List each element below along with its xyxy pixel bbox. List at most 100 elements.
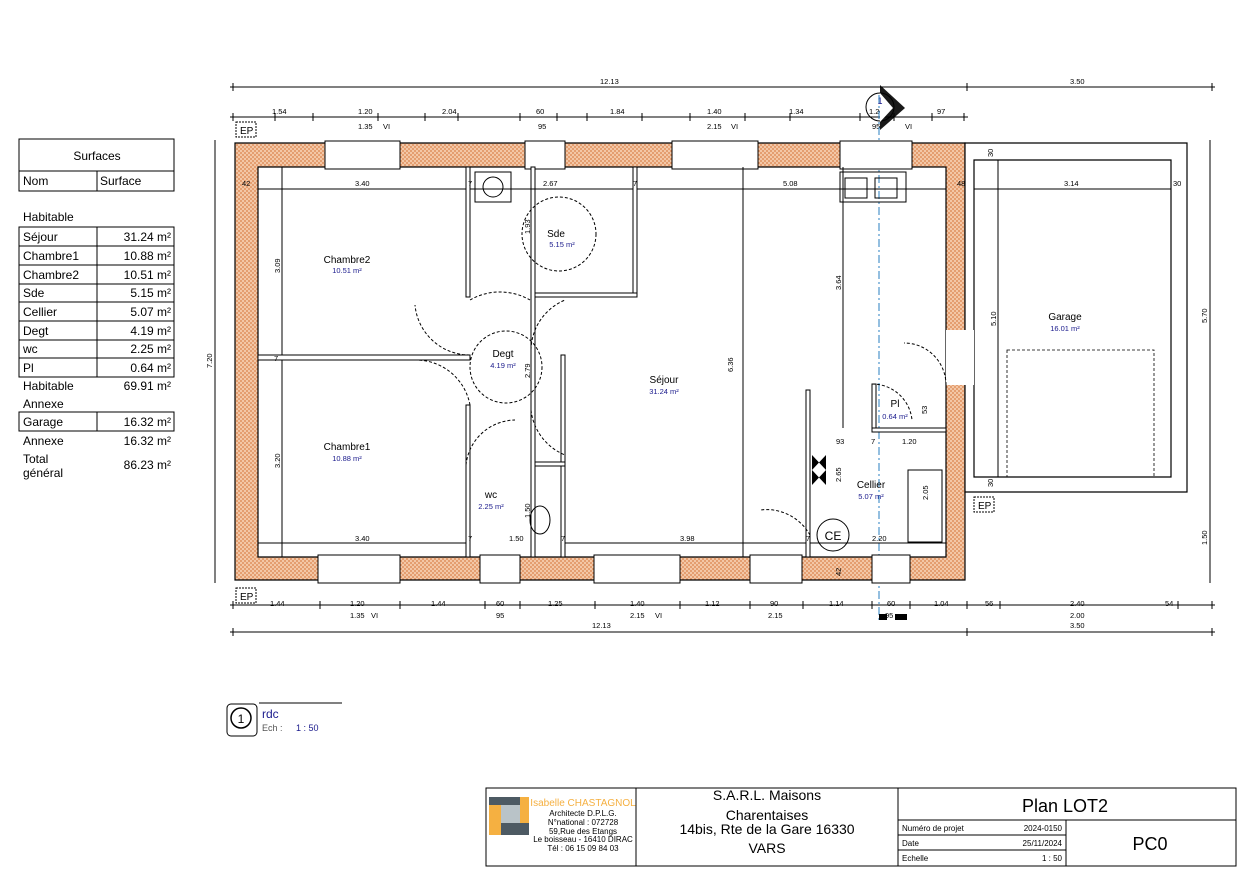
svg-text:Pl: Pl (23, 361, 34, 375)
svg-text:5.15 m²: 5.15 m² (549, 240, 575, 249)
table-row: Pl 0.64 m² (23, 361, 171, 375)
svg-text:2.67: 2.67 (543, 179, 558, 188)
svg-text:1.40: 1.40 (707, 107, 722, 116)
svg-text:30: 30 (986, 149, 995, 157)
svg-text:Pl: Pl (891, 399, 900, 410)
svg-text:1.34: 1.34 (789, 107, 804, 116)
svg-text:1.54: 1.54 (272, 107, 287, 116)
svg-text:25/11/2024: 25/11/2024 (1023, 839, 1063, 848)
sink-icon (839, 171, 907, 203)
svg-text:69.91 m²: 69.91 m² (124, 379, 171, 393)
svg-text:Degt: Degt (492, 349, 513, 360)
svg-text:7: 7 (468, 534, 472, 543)
svg-text:7: 7 (561, 534, 565, 543)
ce-label: CE (825, 529, 842, 543)
svg-text:16.32 m²: 16.32 m² (124, 415, 171, 429)
windows (317, 140, 913, 584)
svg-text:1.44: 1.44 (431, 599, 446, 608)
svg-text:95: 95 (496, 611, 504, 620)
svg-text:12.13: 12.13 (600, 77, 619, 86)
door-swings (414, 291, 913, 536)
svg-text:Sde: Sde (547, 229, 565, 240)
room-pl: Pl0.64 m² (882, 399, 908, 421)
col-surface-header: Surface (100, 174, 142, 188)
svg-text:59,Rue des Etangs: 59,Rue des Etangs (549, 827, 617, 836)
svg-text:2.00: 2.00 (1070, 611, 1085, 620)
svg-text:2.25 m²: 2.25 m² (130, 342, 171, 356)
annexe-heading: Annexe (23, 397, 64, 411)
svg-text:1: 1 (238, 712, 245, 726)
svg-text:Le boisseau - 16410 DIRAC: Le boisseau - 16410 DIRAC (533, 835, 633, 844)
svg-text:2.65: 2.65 (834, 467, 843, 482)
svg-text:5.70: 5.70 (1200, 308, 1209, 323)
interior-partitions (257, 166, 947, 558)
door-swing (903, 342, 947, 386)
svg-text:Cellier: Cellier (23, 305, 57, 319)
svg-text:1.25: 1.25 (548, 599, 563, 608)
svg-text:2.40: 2.40 (1070, 599, 1085, 608)
svg-text:N°national : 072728: N°national : 072728 (548, 818, 619, 827)
svg-text:97: 97 (937, 107, 945, 116)
svg-text:30: 30 (1173, 179, 1181, 188)
svg-text:Isabelle CHASTAGNOL: Isabelle CHASTAGNOL (530, 798, 636, 809)
svg-text:6.36: 6.36 (726, 357, 735, 372)
svg-text:VI: VI (371, 611, 378, 620)
svg-text:10.88 m²: 10.88 m² (124, 249, 171, 263)
svg-text:Charentaises: Charentaises (726, 807, 809, 823)
svg-text:7: 7 (633, 179, 637, 188)
svg-text:Chambre1: Chambre1 (324, 442, 371, 453)
svg-text:95: 95 (872, 122, 880, 131)
svg-text:2.25 m²: 2.25 m² (478, 502, 504, 511)
svg-text:95: 95 (538, 122, 546, 131)
col-name-header: Nom (23, 174, 48, 188)
svg-text:16.32 m²: 16.32 m² (124, 434, 171, 448)
svg-text:10.51 m²: 10.51 m² (124, 268, 171, 282)
surfaces-title: Surfaces (73, 149, 120, 163)
architect-logo (489, 797, 529, 835)
svg-text:2.15: 2.15 (768, 611, 783, 620)
svg-text:1.44: 1.44 (270, 599, 285, 608)
interior-dimensions: 3.40 2.67 5.08 3.14 42 48 30 3.09 3.20 1… (242, 149, 1181, 576)
svg-text:3.14: 3.14 (1064, 179, 1079, 188)
habitable-heading: Habitable (23, 210, 74, 224)
svg-text:2.05: 2.05 (921, 485, 930, 500)
svg-text:1.35: 1.35 (350, 611, 365, 620)
svg-text:31.24 m²: 31.24 m² (649, 387, 679, 396)
svg-text:1 : 50: 1 : 50 (296, 723, 319, 733)
svg-text:Sde: Sde (23, 286, 45, 300)
table-row: Cellier 5.07 m² (23, 305, 171, 319)
svg-text:1.50: 1.50 (523, 503, 532, 518)
svg-text:3.50: 3.50 (1070, 77, 1085, 86)
washbasin-icon (474, 171, 512, 203)
svg-text:1.14: 1.14 (829, 599, 844, 608)
svg-text:Ech :: Ech : (262, 723, 283, 733)
svg-text:Chambre2: Chambre2 (324, 255, 371, 266)
garage-door-outline (1006, 349, 1155, 478)
sheet-number: PC0 (1132, 834, 1167, 854)
svg-text:48: 48 (957, 179, 965, 188)
svg-text:7: 7 (468, 179, 472, 188)
ep-marker: EP (973, 496, 995, 513)
svg-text:0.64 m²: 0.64 m² (130, 361, 171, 375)
svg-text:90: 90 (770, 599, 778, 608)
svg-text:Architecte D.P.L.G.: Architecte D.P.L.G. (549, 809, 616, 818)
svg-text:Numéro de projet: Numéro de projet (902, 824, 965, 833)
ep-marker: EP (235, 121, 257, 138)
svg-text:10.51 m²: 10.51 m² (332, 266, 362, 275)
svg-text:1.35: 1.35 (358, 122, 373, 131)
svg-text:5.07 m²: 5.07 m² (130, 305, 171, 319)
svg-text:1.20: 1.20 (869, 107, 884, 116)
svg-text:2.20: 2.20 (872, 534, 887, 543)
svg-text:1.20: 1.20 (902, 437, 917, 446)
